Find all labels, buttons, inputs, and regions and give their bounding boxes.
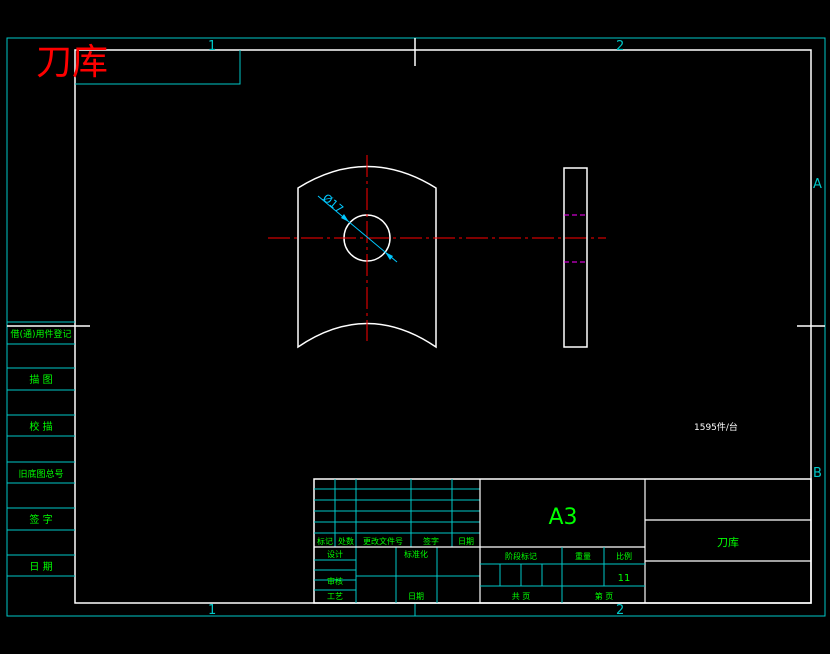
diameter-dimension: Ø17 [320, 191, 346, 216]
tb-header-change-doc: 更改文件号 [363, 536, 403, 546]
tb-weight: 重量 [575, 551, 591, 561]
zone-number-top-2: 2 [616, 39, 624, 54]
leader-arrow-1 [341, 214, 349, 222]
title-block [313, 478, 812, 604]
zone-letter-b: B [813, 466, 822, 481]
side-label-old-drawing-no: 旧底图总号 [18, 468, 63, 480]
tb-sheet-page: 第 页 [595, 591, 614, 601]
tb-scale: 比例 [616, 551, 632, 561]
tb-role-process: 工艺 [327, 592, 343, 601]
tb-role-design: 设计 [327, 549, 343, 559]
zone-letter-a: A [813, 177, 822, 192]
side-label-borrowed-parts: 借(通)用件登记 [10, 328, 71, 340]
tb-role-standard: 标准化 [404, 549, 428, 559]
front-view: Ø17 [268, 155, 606, 349]
zone-number-top-1: 1 [208, 39, 216, 54]
top-left-code-box [75, 50, 241, 85]
side-label-tracing: 描 图 [29, 373, 52, 386]
side-view [563, 167, 588, 348]
side-label-check: 校 描 [29, 420, 52, 433]
side-registration-strip [7, 321, 75, 577]
zone-number-bottom-1: 1 [208, 603, 216, 618]
part-outline [297, 165, 437, 349]
side-label-signature: 签 字 [29, 513, 52, 526]
zone-border [6, 37, 826, 617]
tb-part-name: 刀库 [717, 536, 739, 549]
tb-header-count: 处数 [338, 536, 354, 546]
quantity-note: 1595件/台 [694, 421, 738, 433]
side-label-date: 日 期 [29, 561, 52, 573]
tb-header-sign: 签字 [423, 536, 439, 546]
tb-scale-value: 11 [618, 573, 631, 584]
tb-sheet-size: A3 [548, 505, 577, 530]
diameter-leader [317, 195, 398, 263]
tb-stage-mark: 阶段标记 [505, 551, 537, 561]
drawing-title-overlay: 刀库 [36, 42, 108, 83]
tb-header-date: 日期 [458, 537, 474, 546]
side-view-outline [563, 167, 588, 348]
tb-sheet-total: 共 页 [512, 592, 531, 601]
tb-role-review: 审核 [327, 576, 343, 586]
zone-number-bottom-2: 2 [616, 603, 624, 618]
tb-header-mark: 标记 [317, 536, 333, 546]
tb-role-date: 日期 [408, 592, 424, 601]
leader-arrow-2 [385, 252, 393, 260]
